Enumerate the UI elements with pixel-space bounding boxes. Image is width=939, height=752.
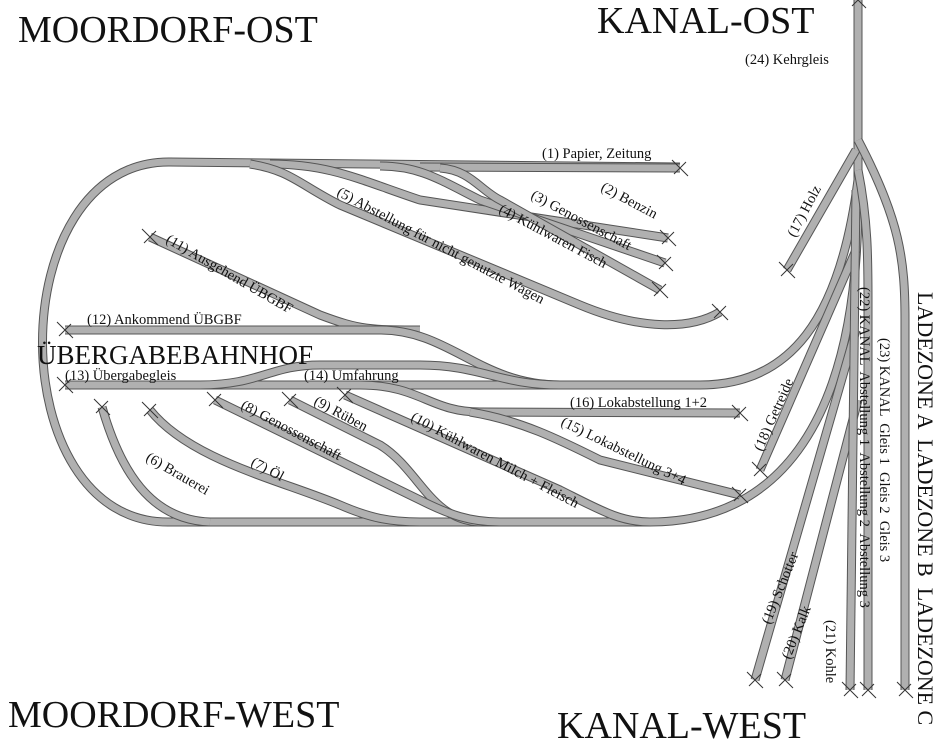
label-track-6: (6) Brauerei <box>143 450 212 499</box>
buffer-stop-icon <box>141 401 159 419</box>
buffer-stop-icon <box>731 486 749 504</box>
track-5-rail <box>249 160 722 329</box>
label-track-11: (11) Ausgehend ÜBGBF <box>163 231 296 318</box>
buffer-stop-icon <box>206 391 224 409</box>
track-8 <box>213 395 501 527</box>
track-18-rail <box>756 248 860 472</box>
buffer-stop-icon <box>746 671 764 689</box>
title-moordorf-ost: MOORDORF-OST <box>18 9 318 51</box>
buffer-stop-icon <box>671 159 689 177</box>
track-17 <box>783 147 860 273</box>
label-track-20: (20) Kalk <box>779 603 815 662</box>
label-track-14: (14) Umfahrung <box>304 368 399 384</box>
track-7 <box>146 407 421 527</box>
buffer-stop-icon <box>841 681 859 699</box>
buffer-stop-icon <box>851 0 867 9</box>
title-uebergabebahnhof: ÜBERGABEBAHNHOF <box>37 340 313 370</box>
ladezone-track-rail <box>854 138 909 690</box>
track-4-rail <box>439 164 662 294</box>
buffer-stop-icon <box>751 461 769 479</box>
buffer-stop-icon <box>778 261 796 279</box>
track-10 <box>343 390 651 527</box>
title-kanal-ost: KANAL-OST <box>597 0 814 42</box>
track-10-rail <box>343 391 651 526</box>
track-19-rail <box>751 329 860 681</box>
buffer-stop-icon <box>651 281 669 299</box>
track-7-rail <box>147 407 421 526</box>
track-9 <box>287 395 481 527</box>
ladezone-labels: LADEZONE A LADEZONE B LADEZONE C <box>913 292 938 725</box>
track-13 <box>65 179 863 390</box>
track-23-rail <box>854 169 872 690</box>
track-1-rail <box>419 163 681 172</box>
track-22 <box>845 189 861 691</box>
track-6 <box>97 405 211 527</box>
title-kanal-west: KANAL-WEST <box>557 705 806 747</box>
track-6-rail <box>98 406 211 526</box>
track-3-rail <box>379 162 667 267</box>
label-track-23: (23) KANAL Gleis 1 Gleis 2 Gleis 3 <box>876 338 892 562</box>
label-track-22: (22) KANAL Abstellung 1 Abstellung 2 Abs… <box>856 287 872 608</box>
buffer-stop-icon <box>336 386 354 404</box>
track-14-rail <box>199 361 561 389</box>
track-5 <box>249 159 723 330</box>
track-13-rail <box>65 179 862 389</box>
buffer-stop-icon <box>141 228 159 246</box>
track-layout <box>38 0 914 699</box>
track-2-rail <box>269 160 669 242</box>
label-track-12: (12) Ankommend ÜBGBF <box>87 311 242 328</box>
track-9-rail <box>287 395 481 527</box>
track-2 <box>269 159 669 243</box>
track-20-rail <box>781 399 862 681</box>
label-track-16: (16) Lokabstellung 1+2 <box>570 395 707 411</box>
buffer-stop-icon <box>56 376 74 394</box>
ladezone-track <box>854 137 910 690</box>
track-1 <box>419 162 681 173</box>
label-track-21: (21) Kohle <box>822 620 838 683</box>
buffer-stop-icon <box>659 229 677 247</box>
label-track-2: (2) Benzin <box>598 179 661 222</box>
buffer-stop-icon <box>896 681 914 699</box>
label-track-13: (13) Übergabegleis <box>65 367 177 384</box>
track-3 <box>379 161 667 268</box>
track-23 <box>853 169 873 690</box>
track-20 <box>780 398 863 682</box>
buffer-stop-icon <box>859 681 877 699</box>
track-8-rail <box>213 396 501 526</box>
buffer-stop-icon <box>731 404 749 422</box>
main-loop-rail <box>39 0 862 526</box>
label-track-1: (1) Papier, Zeitung <box>542 146 651 162</box>
track-22-rail <box>846 189 860 691</box>
track-4 <box>439 163 663 294</box>
track-18 <box>755 248 861 472</box>
track-15 <box>469 407 742 500</box>
title-moordorf-west: MOORDORF-WEST <box>8 694 339 736</box>
buffer-stop-icon <box>93 398 111 416</box>
buffer-stop-icon <box>56 321 74 339</box>
buffer-stop-icon <box>281 391 299 409</box>
buffer-stop-icon <box>711 303 729 321</box>
track-15-rail <box>469 408 741 499</box>
track-14 <box>199 360 561 390</box>
buffer-stop-icon <box>776 671 794 689</box>
track-19 <box>750 328 861 682</box>
track-17-rail <box>783 148 860 272</box>
main-loop <box>38 0 863 527</box>
buffer-stop-icon <box>656 254 674 272</box>
label-track-24: (24) Kehrgleis <box>745 52 829 68</box>
